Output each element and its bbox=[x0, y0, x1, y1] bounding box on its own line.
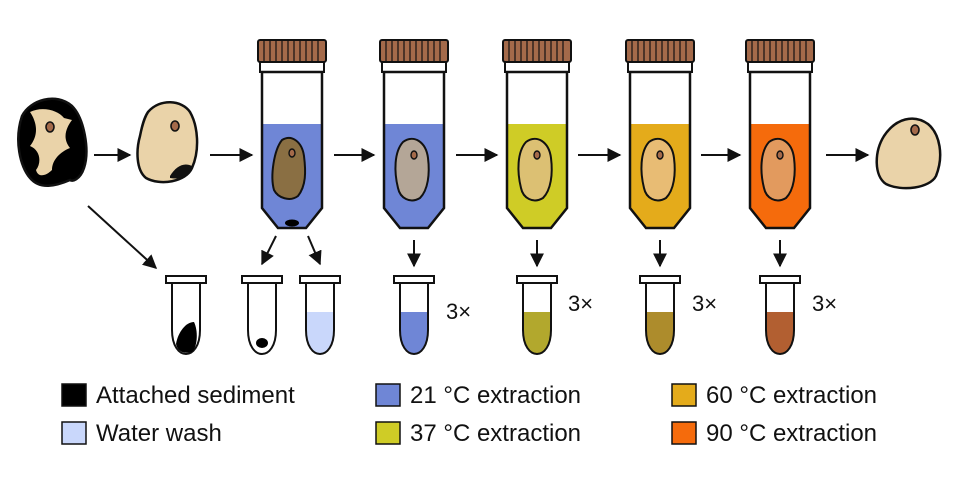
sediment-pellet bbox=[285, 219, 299, 227]
legend-swatch bbox=[375, 421, 401, 445]
tube-body bbox=[748, 70, 812, 230]
legend: Attached sediment Water wash 21 °C extra… bbox=[61, 382, 877, 447]
legend-label: 60 °C extraction bbox=[706, 382, 877, 409]
extraction-tube-37c bbox=[502, 39, 572, 230]
legend-item-90c-extraction: 90 °C extraction bbox=[671, 420, 877, 447]
legend-item-water-wash: Water wash bbox=[61, 420, 222, 447]
legend-label: 21 °C extraction bbox=[410, 382, 581, 409]
repeat-label: 3× bbox=[446, 299, 471, 324]
bone-foramen-icon bbox=[45, 121, 55, 133]
eluate-tube-90c bbox=[759, 275, 801, 356]
bone-final bbox=[875, 117, 942, 190]
legend-label: Water wash bbox=[96, 420, 222, 447]
bone-shape bbox=[136, 101, 199, 184]
tube-cap bbox=[502, 39, 572, 63]
eluate-tube-pellet bbox=[241, 275, 283, 356]
sediment-residue-shape bbox=[170, 164, 192, 179]
bone-shape bbox=[517, 137, 553, 202]
arrow-diagonal bbox=[87, 205, 158, 269]
extraction-tube-21c-repeat bbox=[379, 39, 449, 230]
tube-cap bbox=[745, 39, 815, 63]
collection-arrows bbox=[87, 205, 787, 269]
eluate-tube-sediment bbox=[165, 275, 207, 356]
repeat-labels: 3× 3× 3× 3× bbox=[446, 291, 837, 324]
bone-shape bbox=[760, 137, 796, 202]
legend-label: 90 °C extraction bbox=[706, 420, 877, 447]
bone-with-sediment bbox=[17, 97, 88, 187]
bone-after-cleaning bbox=[136, 101, 199, 184]
extraction-tube-90c bbox=[745, 39, 815, 230]
tube-body bbox=[628, 70, 692, 230]
tube-cap bbox=[257, 39, 327, 63]
legend-label: 37 °C extraction bbox=[410, 420, 581, 447]
exposed-bone-shape bbox=[30, 109, 72, 176]
tube-body bbox=[505, 70, 569, 230]
legend-swatch bbox=[61, 383, 87, 407]
repeat-label: 3× bbox=[692, 291, 717, 316]
legend-item-attached-sediment: Attached sediment bbox=[61, 382, 295, 409]
arrow-down-right bbox=[307, 235, 322, 266]
tube-body bbox=[260, 70, 324, 230]
repeat-label: 3× bbox=[568, 291, 593, 316]
legend-swatch bbox=[671, 383, 697, 407]
sediment-fraction bbox=[176, 322, 197, 353]
legend-swatch bbox=[61, 421, 87, 445]
eluate-tube-37c bbox=[516, 275, 558, 356]
legend-swatch bbox=[375, 383, 401, 407]
bone-foramen-icon bbox=[910, 124, 920, 136]
tube-cap bbox=[379, 39, 449, 63]
arrow-down-left bbox=[261, 235, 277, 266]
eluate-tube-water-wash bbox=[299, 275, 341, 356]
tube-cap bbox=[625, 39, 695, 63]
legend-item-37c-extraction: 37 °C extraction bbox=[375, 420, 581, 447]
tube-body bbox=[382, 70, 446, 230]
bone-shape bbox=[394, 137, 430, 202]
legend-label: Attached sediment bbox=[96, 382, 295, 409]
extraction-tube-21c bbox=[257, 39, 327, 230]
bone-shape bbox=[875, 117, 942, 190]
eluate-tube-21c bbox=[393, 275, 435, 356]
bone-foramen-icon bbox=[170, 120, 180, 132]
bone-shape bbox=[271, 137, 307, 200]
sediment-pellet bbox=[256, 338, 268, 348]
legend-swatch bbox=[671, 421, 697, 445]
bone-shape bbox=[640, 137, 676, 202]
legend-item-21c-extraction: 21 °C extraction bbox=[375, 382, 581, 409]
extraction-tube-60c bbox=[625, 39, 695, 230]
eluate-tube-60c bbox=[639, 275, 681, 356]
repeat-label: 3× bbox=[812, 291, 837, 316]
legend-item-60c-extraction: 60 °C extraction bbox=[671, 382, 877, 409]
